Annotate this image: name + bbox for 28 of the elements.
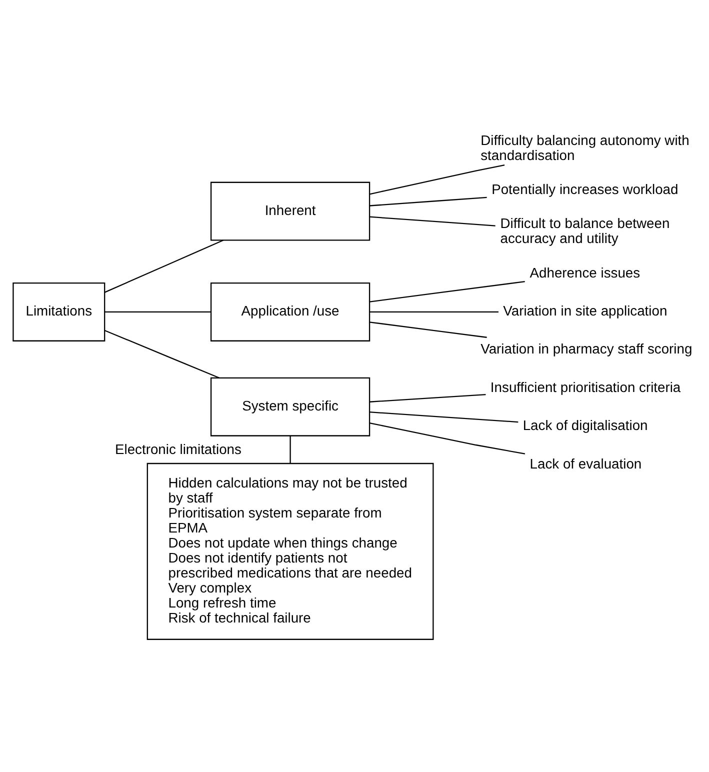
- connector: [370, 216, 496, 226]
- connector: [370, 281, 525, 302]
- connector: [370, 311, 498, 313]
- node-text: Variation in pharmacy staff scoring: [480, 340, 692, 357]
- node-text: Adherence issues: [530, 264, 640, 280]
- connector: [104, 240, 224, 293]
- connector: [370, 196, 487, 206]
- node-text: Variation in site application: [503, 302, 668, 319]
- connector: [370, 422, 526, 454]
- node-box: Inherent: [210, 182, 370, 241]
- node-text: Difficulty balancing autonomy with standardisation: [480, 132, 690, 163]
- connector: [370, 411, 518, 423]
- node-text: Insufficient prioritisation criteria: [490, 378, 681, 395]
- node-text: Difficult to balance between accuracy and utility: [500, 215, 670, 246]
- connector: [290, 436, 291, 464]
- node-box: Limitations: [12, 282, 106, 342]
- node-text: Lack of evaluation: [530, 455, 642, 472]
- node-text: Potentially increases workload: [492, 181, 678, 198]
- connector: [370, 322, 487, 338]
- connector: [370, 394, 486, 402]
- node-box: System specific: [210, 377, 370, 436]
- connector: [104, 330, 220, 378]
- connector: [104, 311, 211, 313]
- connector: [370, 164, 505, 195]
- node-text: Lack of digitalisation: [522, 417, 648, 434]
- edge-label: Electronic limitations: [115, 440, 242, 457]
- node-box: Application /use: [210, 282, 370, 342]
- node-box: Hidden calculations may not be trusted by staff Prioritisation system separate from EPMA Does not update when things change Does not identify patients not prescribed medications that are needed Very complex Long refresh time Risk of technical failure: [146, 462, 434, 640]
